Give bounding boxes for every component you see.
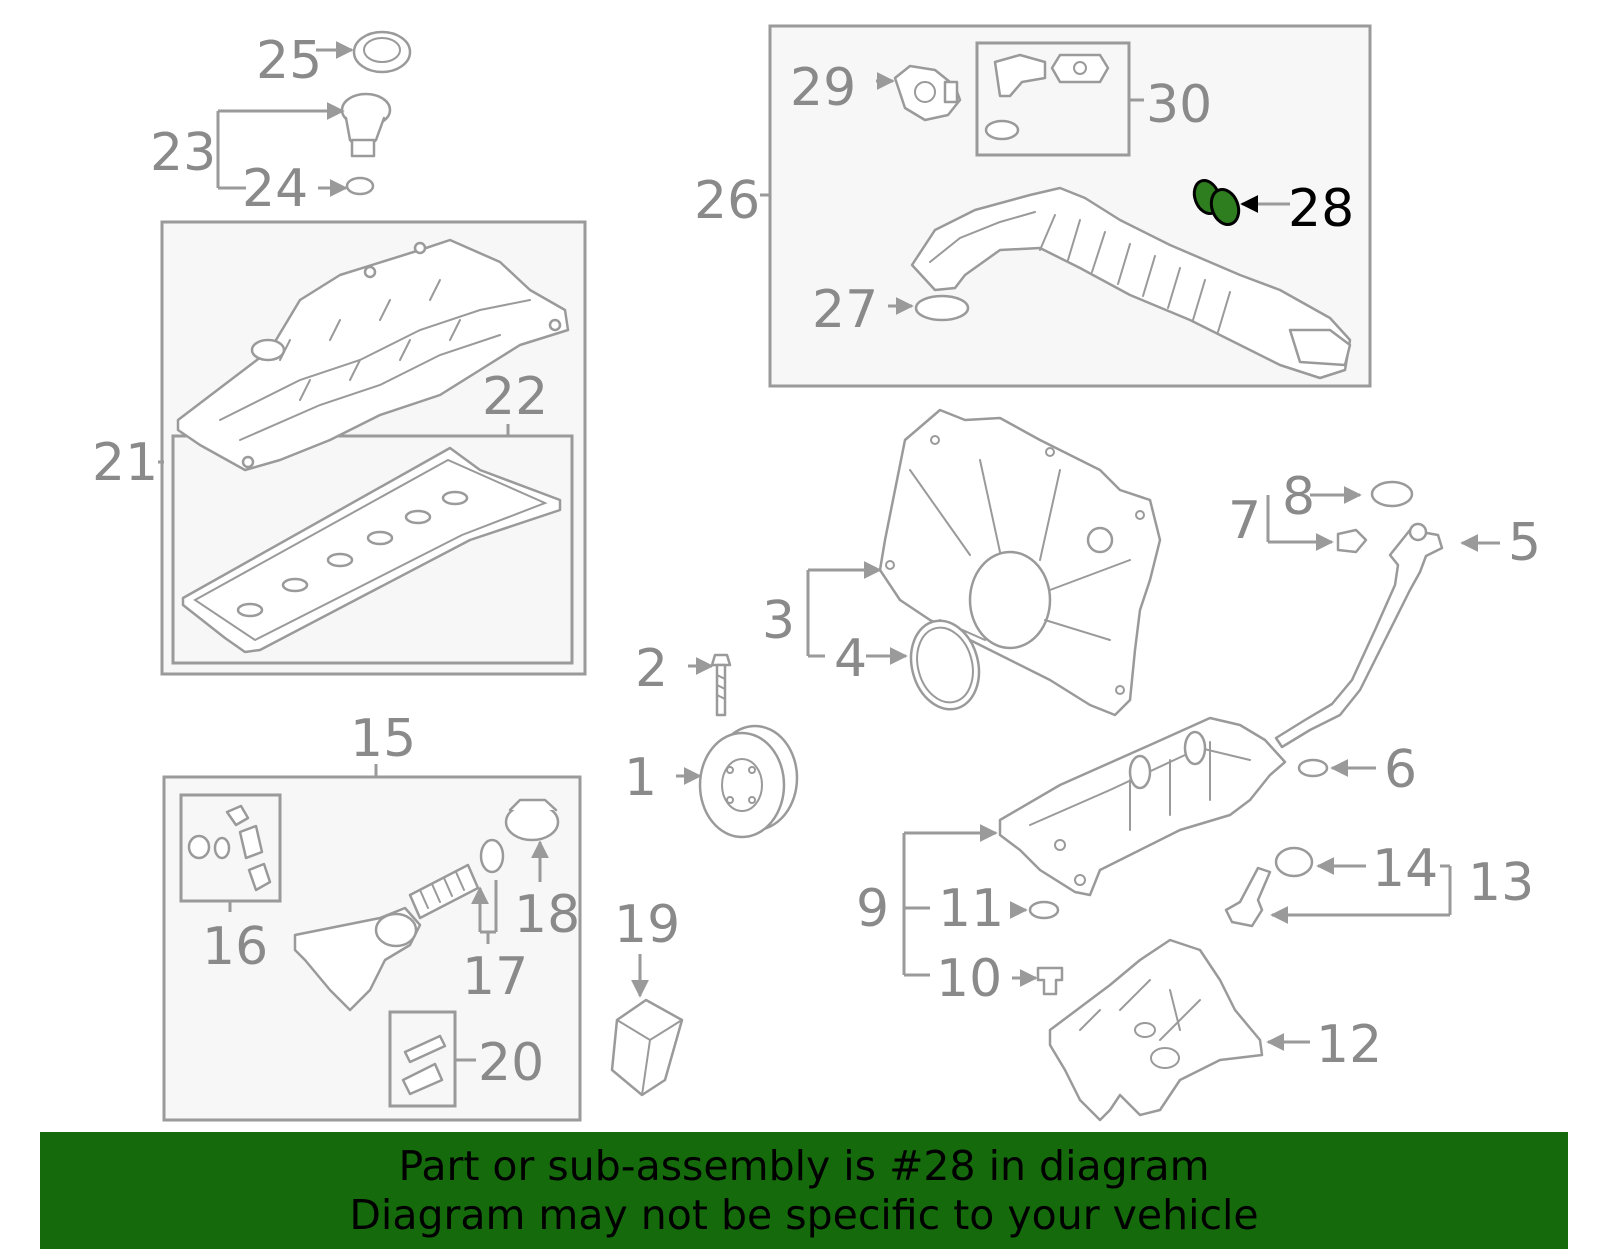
callout-labels: 25 23 24 21 22 29 30 26 27 28 2 1 3 4 8 … — [92, 31, 1541, 1093]
banner-line-2: Diagram may not be specific to your vehi… — [349, 1191, 1259, 1239]
label-13: 13 — [1468, 853, 1534, 913]
kit-30-drawing — [984, 53, 1110, 141]
oil-filler-cap-drawing — [352, 30, 412, 74]
label-28: 28 — [1288, 179, 1354, 239]
kit-16-drawing — [187, 804, 272, 892]
label-5: 5 — [1508, 513, 1541, 573]
timing-cover-drawing — [878, 408, 1162, 717]
label-23: 23 — [150, 123, 216, 183]
oring-8-drawing — [1370, 480, 1414, 508]
leader-lines — [158, 41, 1500, 1062]
info-banner: Part or sub-assembly is #28 in diagram D… — [40, 1132, 1568, 1249]
seal-14-drawing — [1274, 846, 1314, 878]
label-2: 2 — [635, 639, 668, 699]
part-19-drawing — [610, 998, 684, 1097]
pulley-1-drawing — [698, 724, 799, 839]
label-21: 21 — [92, 433, 158, 493]
label-17: 17 — [462, 947, 528, 1007]
gasket-28-highlight — [1192, 179, 1241, 226]
sensor-13-drawing — [1224, 866, 1272, 928]
label-29: 29 — [790, 58, 856, 118]
intake-duct-drawing — [910, 186, 1352, 380]
label-4: 4 — [834, 629, 867, 689]
oring-6-drawing — [1297, 758, 1329, 778]
filter-cap-18-drawing — [504, 798, 560, 842]
label-19: 19 — [614, 895, 680, 955]
oring-17-drawing — [479, 838, 505, 874]
oring-27-drawing — [914, 294, 970, 322]
bolt-2-drawing — [710, 653, 732, 717]
label-7: 7 — [1228, 491, 1261, 551]
label-22: 22 — [482, 367, 548, 427]
valve-cover-gasket-drawing — [181, 446, 562, 654]
label-10: 10 — [936, 949, 1002, 1009]
banner-line-1: Part or sub-assembly is #28 in diagram — [398, 1142, 1210, 1190]
valve-29-drawing — [893, 64, 962, 122]
drain-plug-10-drawing — [1036, 966, 1064, 996]
dipstick-tube-drawing — [1274, 522, 1444, 749]
label-11: 11 — [938, 879, 1004, 939]
oring-24-drawing — [345, 176, 375, 196]
label-9: 9 — [856, 879, 889, 939]
label-18: 18 — [514, 885, 580, 945]
label-30: 30 — [1146, 75, 1212, 135]
oil-filler-neck-drawing — [340, 92, 392, 158]
label-20: 20 — [478, 1033, 544, 1093]
label-8: 8 — [1282, 467, 1315, 527]
kit-20-drawing — [401, 1034, 447, 1096]
label-6: 6 — [1384, 740, 1417, 800]
label-15: 15 — [350, 709, 416, 769]
label-16: 16 — [202, 917, 268, 977]
oil-baffle-drawing — [1048, 938, 1264, 1122]
washer-11-drawing — [1028, 900, 1060, 920]
plug-7-drawing — [1336, 528, 1368, 554]
label-14: 14 — [1372, 839, 1438, 899]
oil-filter-housing-drawing — [293, 906, 422, 1012]
oil-pan-drawing — [998, 716, 1287, 897]
label-1: 1 — [624, 748, 657, 808]
label-12: 12 — [1316, 1015, 1382, 1075]
box-20-kit — [388, 1010, 457, 1108]
label-3: 3 — [762, 591, 795, 651]
label-27: 27 — [812, 280, 878, 340]
valve-cover-drawing — [176, 238, 570, 472]
label-26: 26 — [694, 171, 760, 231]
seal-4-drawing — [909, 619, 981, 711]
label-24: 24 — [242, 159, 308, 219]
label-25: 25 — [256, 31, 322, 91]
